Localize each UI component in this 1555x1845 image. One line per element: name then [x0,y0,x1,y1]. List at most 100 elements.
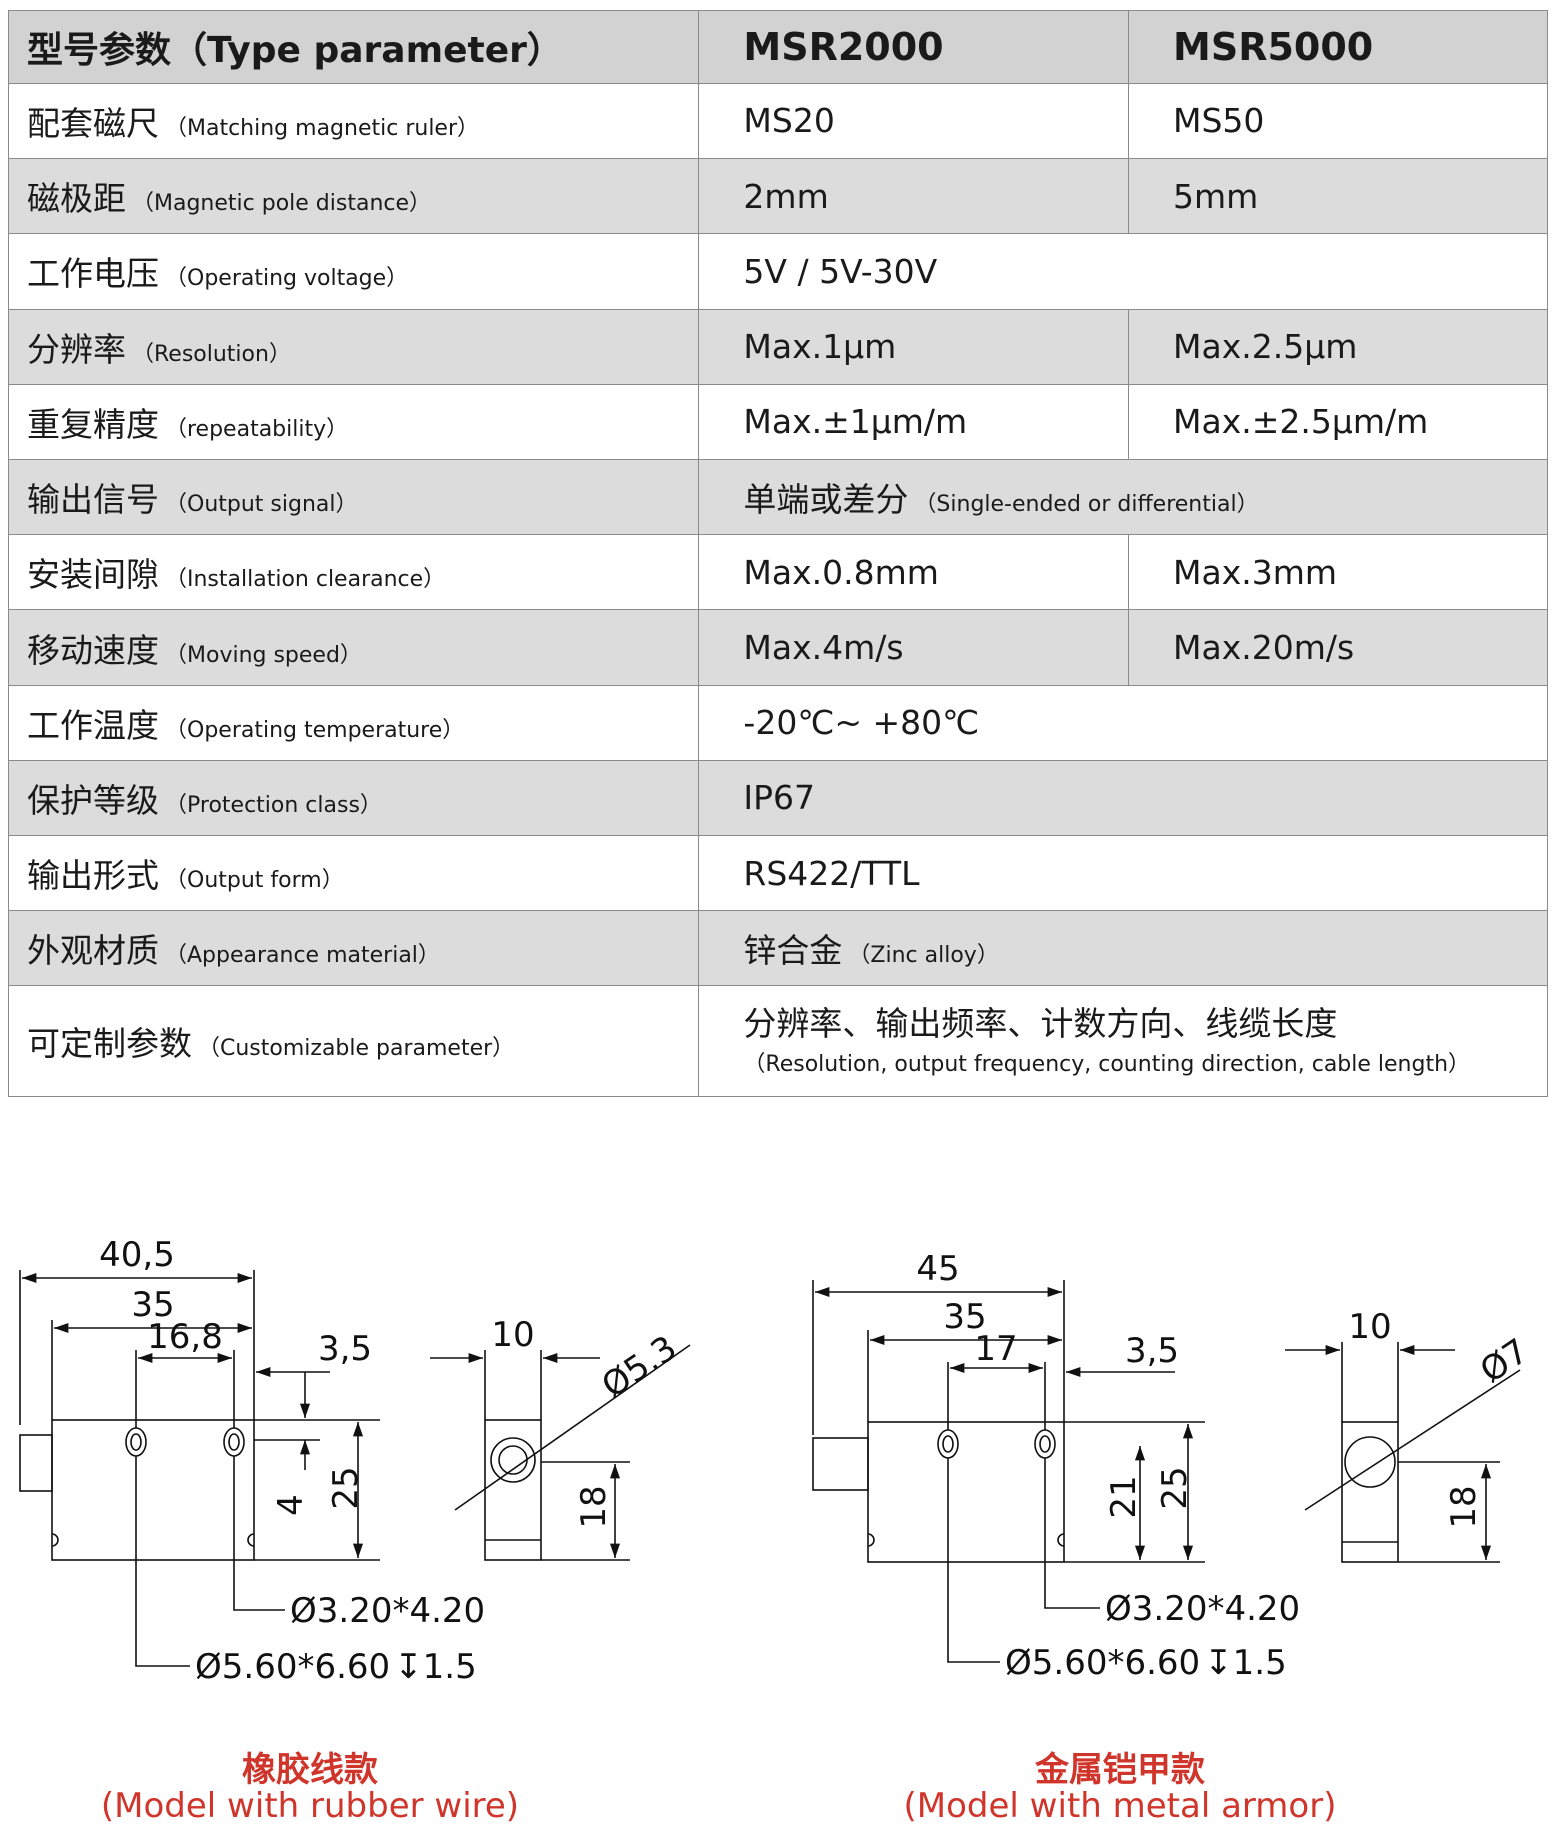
row-label-cn: 保护等级 [27,780,159,820]
row-label-cn: 移动速度 [27,630,159,670]
dim-left-total-width: 40,5 [99,1235,175,1275]
table-row: 移动速度（Moving speed） Max.4m/s Max.20m/s [7,609,1548,686]
header-col-msr5000: MSR5000 [1128,10,1548,84]
right-side-view [1285,1342,1521,1563]
spec-table: 型号参数（Type parameter） MSR2000 MSR5000 配套磁… [7,10,1548,1097]
row-label-cn: 分辨率 [27,329,126,369]
row-value-col2: 5mm [1128,158,1548,235]
row-value-en: （Single-ended or differential） [914,492,1259,518]
row-value-cn: 分辨率、输出频率、计数方向、线缆长度 [743,1004,1338,1044]
callout-left-small-hole: Ø3.20*4.20 [290,1591,485,1631]
row-value-col2: Max.2.5μm [1128,308,1548,385]
dim-left-hole-spacing: 16,8 [147,1317,223,1357]
row-value-col2: MS50 [1128,82,1548,160]
left-cable-gland [19,1434,53,1492]
right-side-outline [1341,1421,1399,1563]
dim-right-height: 25 [1155,1466,1195,1509]
right-body-outline [867,1421,1065,1563]
table-row: 保护等级（Protection class） IP67 [7,759,1548,837]
row-label-en: （Output signal） [165,492,358,518]
left-front-view [19,1270,380,1667]
dim-right-diameter: Ø7 [1473,1331,1535,1391]
row-label-cn: 可定制参数 [27,1024,192,1064]
row-label-en: （Operating voltage） [165,266,409,292]
dim-right-offset: 3,5 [1125,1331,1179,1371]
row-value-col1: Max.4m/s [698,609,1130,686]
row-label-cn: 外观材质 [27,931,159,971]
caption-right-en: (Model with metal armor) [903,1786,1337,1826]
table-row: 配套磁尺（Matching magnetic ruler） MS20 MS50 [7,82,1548,160]
row-value-col1: MS20 [698,82,1130,160]
row-value-en: （Zinc alloy） [848,943,999,969]
row-value-col2: Max.3mm [1128,534,1548,611]
row-label-en: （Output form） [165,868,344,894]
row-label-en: （Installation clearance） [165,567,446,593]
table-row: 磁极距（Magnetic pole distance） 2mm 5mm [7,158,1548,235]
dim-left-body-width: 35 [131,1285,174,1325]
table-row: 工作温度（Operating temperature） -20℃~ +80℃ [7,684,1548,761]
row-label-en: （Appearance material） [165,943,440,969]
row-label-cn: 安装间隙 [27,555,159,595]
row-value-col1: Max.1μm [698,308,1130,385]
dim-right-hole-height: 21 [1104,1475,1144,1518]
row-label-en: （Customizable parameter） [198,1036,515,1062]
row-value-col2: Max.20m/s [1128,609,1548,686]
row-label-cn: 输出信号 [27,480,159,520]
row-value-col1: Max.0.8mm [698,534,1130,611]
row-value-cn: 单端或差分 [743,480,909,520]
row-label-cn: 重复精度 [27,404,159,444]
row-value-merged: 单端或差分（Single-ended or differential） [698,458,1548,536]
row-label-en: （Magnetic pole distance） [132,191,432,217]
caption-right-cn: 金属铠甲款 [1035,1750,1205,1790]
dim-right-side-width: 10 [1348,1307,1391,1347]
row-value-col2: Max.±2.5μm/m [1128,383,1548,460]
header-col-msr2000: MSR2000 [698,10,1130,84]
row-label-cn: 工作电压 [27,254,159,294]
row-label-en: （Resolution） [132,341,291,367]
callout-right-large-hole: Ø5.60*6.60↧1.5 [1005,1643,1287,1683]
row-value-merged: -20℃~ +80℃ [698,684,1548,761]
row-label-cn: 工作温度 [27,705,159,745]
table-row: 重复精度（repeatability） Max.±1μm/m Max.±2.5μ… [7,383,1548,460]
callout-right-small-hole: Ø3.20*4.20 [1105,1589,1300,1629]
row-value-col1: 2mm [698,158,1130,235]
row-label-cn: 输出形式 [27,856,159,896]
table-row: 输出形式（Output form） RS422/TTL [7,835,1548,912]
row-value-merged: IP67 [698,759,1548,837]
row-label-cn: 配套磁尺 [27,103,159,143]
dim-right-side-height: 18 [1444,1485,1484,1528]
row-value-merged: RS422/TTL [698,835,1548,912]
dim-right-body-width: 35 [943,1297,986,1337]
row-value-en: （Resolution, output frequency, counting … [743,1052,1471,1078]
dim-left-side-height: 18 [574,1485,614,1528]
row-value-cn: 锌合金 [743,931,843,971]
row-label-cn: 磁极距 [27,179,126,219]
table-row: 工作电压（Operating voltage） 5V / 5V-30V [7,233,1548,310]
dim-right-hole-spacing: 17 [974,1329,1017,1369]
technical-drawings: 40,5 35 16,8 3,5 4 25 10 Ø5.3 18 Ø3.20*4… [19,1235,1536,1687]
dim-left-hole-height: 4 [271,1494,311,1516]
row-label-en: （repeatability） [165,416,349,442]
header-label: 型号参数（Type parameter） [7,10,700,84]
table-row: 外观材质（Appearance material） 锌合金（Zinc alloy… [7,910,1548,987]
row-value-merged: 分辨率、输出频率、计数方向、线缆长度 （Resolution, output fr… [698,985,1548,1097]
dim-right-total-width: 45 [916,1249,959,1289]
dim-left-offset: 3,5 [318,1329,372,1369]
right-front-view [812,1280,1205,1663]
callout-left-large-hole: Ø5.60*6.60↧1.5 [195,1647,477,1687]
row-value-merged: 锌合金（Zinc alloy） [698,910,1548,987]
dim-left-side-width: 10 [491,1315,534,1355]
table-row: 分辨率（Resolution） Max.1μm Max.2.5μm [7,308,1548,385]
right-cable-gland [812,1437,869,1491]
row-label-en: （Moving speed） [165,642,362,668]
table-row: 输出信号（Output signal） 单端或差分（Single-ended o… [7,458,1548,536]
dim-left-diameter: Ø5.3 [595,1328,684,1406]
caption-left-cn: 橡胶线款 [242,1750,378,1790]
table-row: 安装间隙（Installation clearance） Max.0.8mm M… [7,534,1548,611]
row-value-col1: Max.±1μm/m [698,383,1130,460]
left-side-view [430,1344,691,1561]
row-label-en: （Operating temperature） [165,717,465,743]
caption-left-en: (Model with rubber wire) [100,1786,520,1826]
table-header-row: 型号参数（Type parameter） MSR2000 MSR5000 [7,10,1548,84]
left-side-outline [484,1419,542,1561]
